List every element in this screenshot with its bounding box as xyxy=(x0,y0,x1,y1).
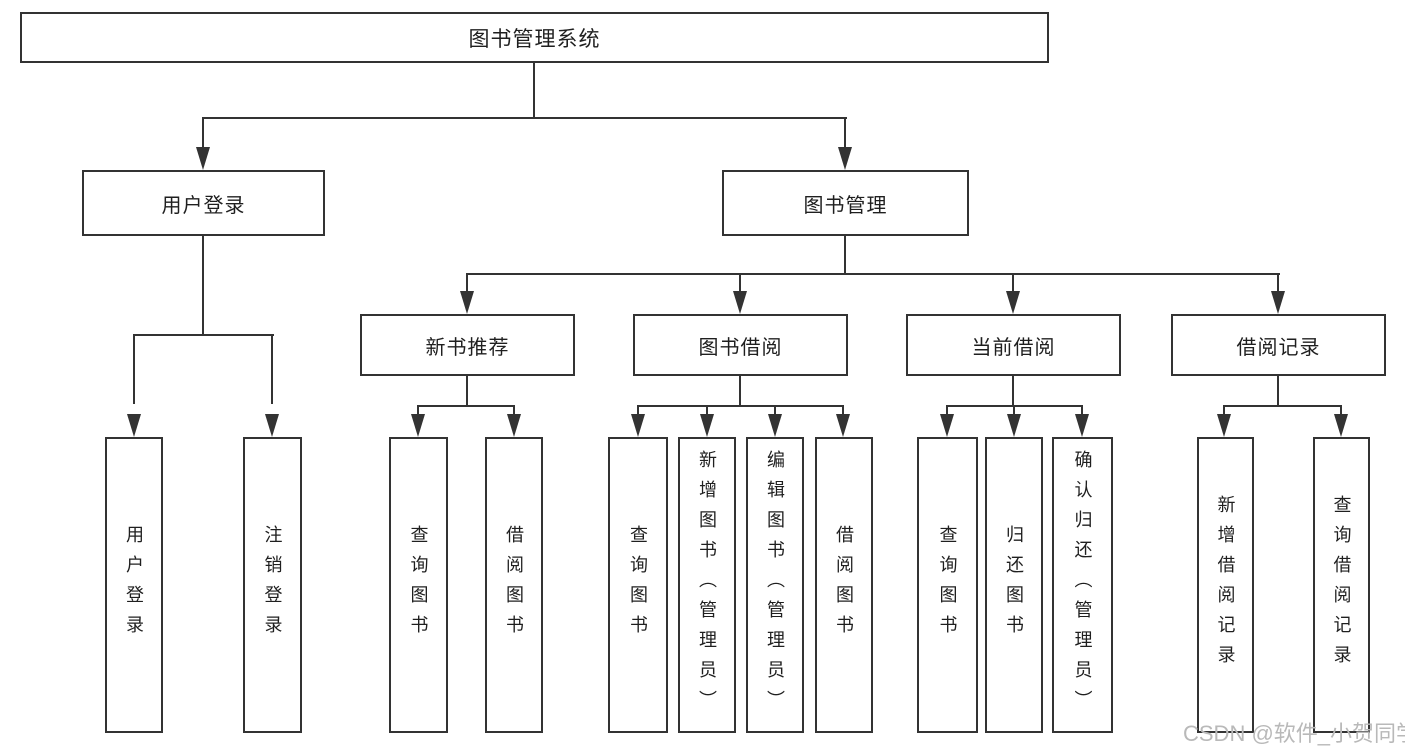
connector-line xyxy=(417,405,419,419)
connector-line xyxy=(1277,273,1279,295)
arrowhead-down-icon xyxy=(1075,414,1089,437)
arrowhead-down-icon xyxy=(1334,414,1348,437)
connector-line xyxy=(844,117,846,157)
connector-line xyxy=(1013,405,1015,419)
arrowhead-down-icon xyxy=(196,147,210,170)
connector-line xyxy=(774,405,776,419)
connector-line xyxy=(842,405,844,419)
node-label: 借阅图书 xyxy=(504,525,524,645)
node-label: 确认归还（管理员） xyxy=(1072,450,1093,720)
arrowhead-down-icon xyxy=(1271,291,1285,314)
leaf-query-books-borrowing: 查询图书 xyxy=(608,437,668,733)
arrowhead-down-icon xyxy=(507,414,521,437)
leaf-query-borrow-record: 查询借阅记录 xyxy=(1313,437,1370,733)
node-label: 借阅记录 xyxy=(1236,336,1321,359)
arrowhead-down-icon xyxy=(838,147,852,170)
node-label: 新增借阅记录 xyxy=(1215,495,1236,675)
connector-line xyxy=(466,273,468,295)
leaf-edit-book-admin: 编辑图书（管理员） xyxy=(746,437,804,733)
node-label: 归还图书 xyxy=(1004,525,1024,645)
node-label: 当前借阅 xyxy=(971,336,1056,359)
node-book-management: 图书管理 xyxy=(722,170,969,236)
arrowhead-down-icon xyxy=(1006,291,1020,314)
connector-line xyxy=(417,405,515,407)
connector-line xyxy=(513,405,515,419)
leaf-add-borrow-record: 新增借阅记录 xyxy=(1197,437,1254,733)
node-library-management-system: 图书管理系统 xyxy=(20,12,1049,63)
connector-line xyxy=(1012,273,1014,295)
arrowhead-down-icon xyxy=(700,414,714,437)
node-label: 用户登录 xyxy=(161,194,246,217)
connector-line xyxy=(1081,405,1083,419)
node-label: 图书管理系统 xyxy=(468,27,601,51)
connector-line xyxy=(637,405,639,419)
arrowhead-down-icon xyxy=(733,291,747,314)
connector-line xyxy=(533,63,535,119)
connector-line xyxy=(739,273,741,295)
node-label: 新增图书（管理员） xyxy=(697,450,717,720)
node-borrowing-records: 借阅记录 xyxy=(1171,314,1386,376)
connector-line xyxy=(202,117,204,157)
connector-line xyxy=(844,236,846,275)
leaf-confirm-return-admin: 确认归还（管理员） xyxy=(1052,437,1113,733)
connector-line xyxy=(202,236,204,336)
connector-line xyxy=(1223,405,1225,419)
arrowhead-down-icon xyxy=(940,414,954,437)
arrowhead-down-icon xyxy=(127,414,141,437)
arrowhead-down-icon xyxy=(631,414,645,437)
node-label: 图书借阅 xyxy=(698,336,783,359)
arrowhead-down-icon xyxy=(265,414,279,437)
node-label: 图书管理 xyxy=(803,194,888,217)
node-label: 用户登录 xyxy=(124,525,144,645)
connector-line xyxy=(466,376,468,407)
node-label: 查询图书 xyxy=(628,525,648,645)
leaf-user-login: 用户登录 xyxy=(105,437,163,733)
connector-line xyxy=(946,405,948,419)
connector-line xyxy=(1340,405,1342,419)
node-label: 新书推荐 xyxy=(425,336,510,359)
leaf-add-book-admin: 新增图书（管理员） xyxy=(678,437,736,733)
node-label: 借阅图书 xyxy=(834,525,854,645)
connector-line xyxy=(1277,376,1279,407)
node-user-login: 用户登录 xyxy=(82,170,325,236)
connector-line xyxy=(706,405,708,419)
leaf-query-books-current: 查询图书 xyxy=(917,437,978,733)
connector-line xyxy=(637,405,844,407)
connector-line xyxy=(202,117,847,119)
connector-line xyxy=(133,334,274,336)
leaf-logout: 注销登录 xyxy=(243,437,302,733)
node-book-borrowing: 图书借阅 xyxy=(633,314,848,376)
arrowhead-down-icon xyxy=(460,291,474,314)
arrowhead-down-icon xyxy=(1007,414,1021,437)
arrowhead-down-icon xyxy=(768,414,782,437)
node-label: 注销登录 xyxy=(262,525,283,645)
connector-line xyxy=(466,273,1280,275)
connector-line xyxy=(271,334,273,404)
node-new-book-recommend: 新书推荐 xyxy=(360,314,575,376)
node-current-borrowing: 当前借阅 xyxy=(906,314,1121,376)
arrowhead-down-icon xyxy=(411,414,425,437)
connector-line xyxy=(739,376,741,407)
connector-line xyxy=(1223,405,1342,407)
node-label: 查询借阅记录 xyxy=(1331,495,1352,675)
leaf-borrow-books-borrowing: 借阅图书 xyxy=(815,437,873,733)
leaf-query-books-recommend: 查询图书 xyxy=(389,437,448,733)
connector-line xyxy=(133,334,135,404)
connector-line xyxy=(1012,376,1014,407)
arrowhead-down-icon xyxy=(1217,414,1231,437)
node-label: 查询图书 xyxy=(937,525,958,645)
csdn-watermark: CSDN @软件_小贺同学 xyxy=(1183,721,1405,746)
leaf-return-book: 归还图书 xyxy=(985,437,1043,733)
leaf-borrow-books-recommend: 借阅图书 xyxy=(485,437,543,733)
node-label: 编辑图书（管理员） xyxy=(765,450,785,720)
node-label: 查询图书 xyxy=(408,525,429,645)
arrowhead-down-icon xyxy=(836,414,850,437)
